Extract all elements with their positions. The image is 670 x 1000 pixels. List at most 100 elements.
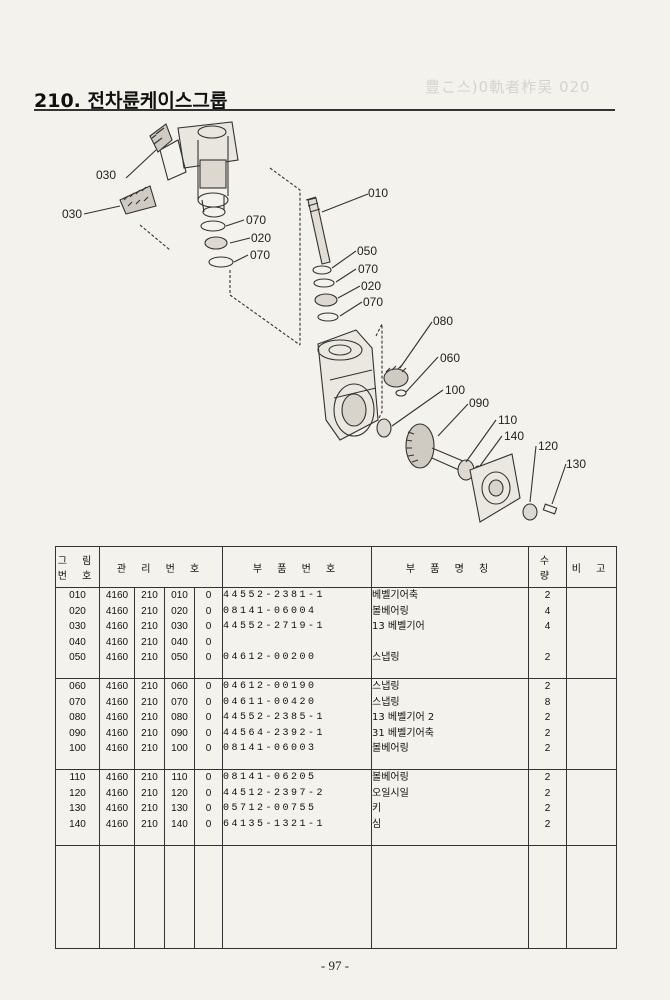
qty-value: 2 bbox=[544, 743, 551, 754]
cell-note bbox=[566, 845, 618, 949]
mgmt-b-value: 210 bbox=[141, 772, 158, 783]
mgmt-d-value: 0 bbox=[205, 787, 212, 799]
mgmt-a-value: 4160 bbox=[105, 621, 129, 632]
qty-value: 2 bbox=[544, 681, 551, 692]
part-no-value: 64135-1321-1 bbox=[223, 818, 326, 830]
mgmt-b-value: 210 bbox=[141, 621, 158, 632]
part-no-value: 04612-00190 bbox=[223, 681, 317, 692]
note-value bbox=[567, 786, 616, 802]
qty-value: 2 bbox=[544, 727, 551, 739]
cell-part-no bbox=[222, 845, 373, 949]
cell-ref-no: 010 020 030 040 050 bbox=[55, 587, 100, 679]
mgmt-d-value: 0 bbox=[205, 652, 212, 663]
snap-ring-070a bbox=[313, 278, 335, 288]
note-value bbox=[567, 726, 616, 742]
callout-020-a: 020 bbox=[251, 231, 271, 245]
mgmt-a-value: 4160 bbox=[105, 652, 129, 663]
qty-value: 2 bbox=[544, 652, 551, 663]
mgmt-b-value: 210 bbox=[141, 681, 158, 692]
header-qty: 수 량 bbox=[528, 546, 568, 588]
bevel-gear-shaft bbox=[305, 196, 331, 265]
mgmt-c-value: 040 bbox=[171, 636, 188, 648]
part-name-value: 31 베벨기어축 bbox=[372, 727, 434, 739]
part-no-value: 08141-06205 bbox=[223, 772, 317, 783]
part-name-value: 심 bbox=[372, 818, 382, 830]
qty-value: 4 bbox=[544, 605, 551, 617]
part-no-value: 04612-00200 bbox=[223, 652, 317, 663]
mgmt-b-value: 210 bbox=[141, 803, 158, 814]
mgmt-b-value: 210 bbox=[141, 636, 158, 648]
ref-no-value: 040 bbox=[69, 636, 86, 648]
bearing-020 bbox=[314, 293, 338, 307]
key-130 bbox=[542, 503, 558, 515]
header-mgmt-no: 관 리 번 호 bbox=[98, 546, 224, 588]
mgmt-b-value: 210 bbox=[141, 818, 158, 830]
cell-part-name bbox=[371, 845, 530, 949]
mgmt-a-value: 4160 bbox=[105, 743, 129, 754]
mgmt-a-value: 4160 bbox=[105, 605, 129, 617]
mgmt-a-value: 4160 bbox=[105, 681, 129, 692]
cell-qty bbox=[528, 845, 568, 949]
mgmt-a-value: 4160 bbox=[105, 787, 129, 799]
snap-ring-upper-2 bbox=[208, 256, 234, 268]
callout-070-c: 070 bbox=[358, 262, 378, 276]
mgmt-a-value: 4160 bbox=[105, 712, 129, 723]
callout-110: 110 bbox=[498, 413, 517, 427]
ref-no-value: 120 bbox=[69, 787, 86, 799]
cell-note bbox=[566, 769, 618, 846]
header-part-no: 부 품 번 호 bbox=[222, 546, 373, 588]
snap-ring-050 bbox=[312, 265, 332, 275]
callout-130: 130 bbox=[566, 457, 586, 471]
ref-no-value: 050 bbox=[69, 652, 86, 663]
callout-140: 140 bbox=[504, 429, 524, 443]
ref-no-value: 060 bbox=[69, 681, 86, 692]
note-value bbox=[567, 695, 616, 711]
faint-show-through-header: 豊こ스)0軌者柞吴 020 bbox=[425, 78, 591, 96]
ref-no-value: 030 bbox=[69, 621, 86, 632]
table-row-group bbox=[55, 845, 618, 949]
part-name-value: 스냅링 bbox=[372, 652, 400, 663]
callout-090: 090 bbox=[469, 396, 489, 410]
mgmt-b-value: 210 bbox=[141, 605, 158, 617]
note-value bbox=[567, 801, 616, 817]
bevel-gear-upper bbox=[149, 123, 173, 153]
header-note: 비 고 bbox=[566, 546, 618, 588]
part-no-value: 08141-06003 bbox=[223, 743, 317, 754]
part-name-value: 볼베어링 bbox=[372, 743, 409, 754]
parts-list-table: 그 림 번 호 관 리 번 호 부 품 번 호 부 품 명 칭 수 량 비 고 … bbox=[55, 546, 618, 949]
part-name-value: 오일시일 bbox=[372, 787, 409, 799]
part-no-value: 44564-2392-1 bbox=[223, 727, 326, 739]
mgmt-c-value: 060 bbox=[171, 681, 188, 692]
mgmt-b-value: 210 bbox=[141, 696, 158, 708]
ref-no-value: 020 bbox=[69, 605, 86, 617]
cell-mgmt-a bbox=[99, 845, 135, 949]
part-name-value: 스냅링 bbox=[372, 681, 400, 692]
bearing-upper bbox=[204, 236, 228, 250]
qty-value: 2 bbox=[544, 772, 551, 783]
callout-070-d: 070 bbox=[363, 295, 383, 309]
part-name-value bbox=[372, 635, 528, 651]
ref-no-value: 010 bbox=[69, 590, 86, 601]
callout-060: 060 bbox=[440, 351, 460, 365]
part-name-value: 볼베어링 bbox=[372, 772, 409, 783]
qty-value: 2 bbox=[544, 803, 551, 814]
note-value bbox=[567, 817, 616, 833]
mgmt-d-value: 0 bbox=[205, 712, 212, 723]
front-wheel-case bbox=[317, 323, 383, 441]
cell-mgmt-b bbox=[134, 845, 165, 949]
mgmt-d-value: 0 bbox=[205, 681, 212, 692]
